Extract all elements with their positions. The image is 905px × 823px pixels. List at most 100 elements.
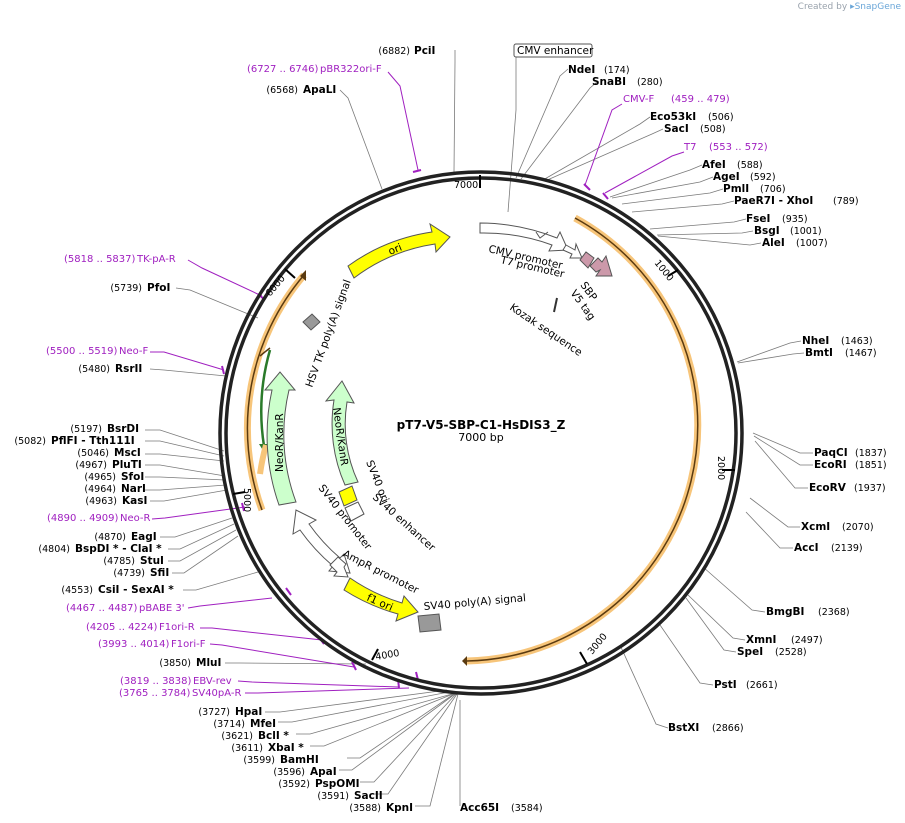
enzyme-name[interactable]: BsrDI: [107, 423, 139, 435]
enzyme-pos: (935): [782, 214, 808, 225]
primer-name[interactable]: TK-pA-R: [136, 254, 176, 265]
feature-sv40-ori[interactable]: [338, 485, 358, 507]
enzyme-pos: (4804): [38, 544, 70, 555]
enzyme-name[interactable]: MscI: [114, 447, 141, 459]
primer-range: (553 .. 572): [709, 142, 768, 153]
tick-label: 5000: [241, 488, 252, 512]
leader-lines: [145, 50, 813, 807]
enzyme-name[interactable]: SacII: [354, 790, 383, 802]
enzyme-pos: (2368): [818, 607, 850, 618]
plasmid-name: pT7-V5-SBP-C1-HsDIS3_Z: [397, 418, 566, 433]
enzyme-name[interactable]: SpeI: [737, 646, 763, 658]
feature-t7-promoter[interactable]: [562, 242, 583, 259]
enzyme-name[interactable]: BstXI: [668, 722, 699, 734]
feature-cmv-promoter[interactable]: [479, 222, 569, 252]
enzyme-name[interactable]: BsgI: [754, 225, 780, 237]
primer-name[interactable]: pBABE 3': [139, 603, 185, 614]
enzyme-pos: (4785): [103, 556, 135, 567]
enzyme-pos: (2866): [712, 723, 744, 734]
feature-label-ori: ori: [387, 242, 404, 258]
feature-f1-ori[interactable]: [343, 577, 419, 622]
primer-name[interactable]: EBV-rev: [193, 676, 232, 687]
primer-name[interactable]: F1ori-F: [171, 639, 206, 650]
feature-v5-tag[interactable]: [589, 254, 613, 277]
enzyme-pos: (1851): [855, 460, 887, 471]
enzyme-name[interactable]: StuI: [140, 555, 164, 567]
enzyme-name[interactable]: HpaI: [235, 706, 262, 718]
feature-sv40-promoter[interactable]: [292, 509, 351, 574]
enzyme-name[interactable]: PaqCI: [814, 447, 848, 459]
primer-name[interactable]: SV40pA-R: [192, 688, 241, 699]
enzyme-name[interactable]: PstI: [714, 679, 737, 691]
feature-neor-inner[interactable]: [324, 380, 359, 486]
feature-label-hsv-tk-polya: HSV TK poly(A) signal: [304, 278, 354, 389]
feature-hsv-tk-polya[interactable]: [302, 313, 321, 331]
enzyme-name[interactable]: PspOMI: [315, 778, 360, 790]
enzyme-name[interactable]: AleI: [762, 237, 785, 249]
enzyme-name[interactable]: KasI: [122, 495, 147, 507]
enzyme-name[interactable]: ApaLI: [303, 84, 336, 96]
enzyme-name[interactable]: BspDI * - ClaI *: [75, 543, 162, 555]
enzyme-name[interactable]: BmgBI: [766, 606, 804, 618]
feature-neor-outer[interactable]: [263, 371, 297, 506]
enzyme-pos: (5197): [70, 424, 102, 435]
tick-label: 3000: [586, 631, 610, 657]
enzyme-name[interactable]: AgeI: [713, 171, 740, 183]
enzyme-name[interactable]: XbaI *: [268, 742, 304, 754]
enzyme-name[interactable]: NarI: [121, 483, 146, 495]
enzyme-pos: (3611): [231, 743, 263, 754]
enzyme-name[interactable]: PmlI: [723, 183, 749, 195]
enzyme-name[interactable]: MluI: [196, 657, 221, 669]
enzyme-pos: (508): [700, 124, 726, 135]
enzyme-name[interactable]: EagI: [131, 531, 157, 543]
enzyme-name[interactable]: PciI: [414, 45, 435, 57]
enzyme-name[interactable]: CsiI - SexAI *: [98, 584, 174, 596]
enzyme-name[interactable]: SfoI: [121, 471, 144, 483]
enzyme-name[interactable]: EcoRV: [809, 482, 847, 494]
enzyme-name[interactable]: EcoRI: [814, 459, 847, 471]
enzyme-name[interactable]: BclI *: [258, 730, 289, 742]
enzyme-pos: (4964): [84, 484, 116, 495]
primer-name[interactable]: Neo-F: [119, 346, 149, 357]
enzyme-name[interactable]: KpnI: [386, 802, 413, 814]
enzyme-name[interactable]: RsrII: [115, 363, 142, 375]
enzyme-name[interactable]: NheI: [802, 335, 829, 347]
primer-name[interactable]: Neo-R: [120, 513, 151, 524]
feature-sbp[interactable]: [579, 251, 595, 269]
enzyme-name[interactable]: NdeI: [568, 64, 595, 76]
enzyme-name[interactable]: Eco53kI: [650, 111, 696, 123]
feature-sv40-polya[interactable]: [417, 613, 442, 633]
enzyme-name[interactable]: MfeI: [250, 718, 276, 730]
enzyme-name[interactable]: Acc65I: [460, 802, 499, 814]
enzyme-pos: (5082): [14, 436, 46, 447]
primer-range: (459 .. 479): [671, 94, 730, 105]
primer-name[interactable]: T7: [683, 142, 696, 153]
feature-sv40-enhancer[interactable]: [344, 501, 365, 522]
enzyme-name[interactable]: PfoI: [147, 282, 170, 294]
enzyme-name[interactable]: PflFI - Tth111I: [51, 435, 135, 447]
feature-kozak[interactable]: [553, 297, 558, 313]
primer-name[interactable]: F1ori-R: [159, 622, 195, 633]
enzyme-name[interactable]: SacI: [664, 123, 689, 135]
enzyme-name[interactable]: SnaBI: [592, 76, 626, 88]
enzyme-name[interactable]: BamHI: [280, 754, 319, 766]
primer-name[interactable]: pBR322ori-F: [320, 64, 382, 75]
enzyme-name[interactable]: XmnI: [746, 634, 776, 646]
feature-ampr-promoter[interactable]: [329, 556, 349, 578]
enzyme-name[interactable]: SfiI: [150, 567, 169, 579]
primer-name[interactable]: CMV-F: [623, 94, 654, 105]
enzyme-name[interactable]: BmtI: [805, 347, 833, 359]
enzyme-name[interactable]: PluTI: [112, 459, 142, 471]
enzyme-name[interactable]: AfeI: [702, 159, 726, 171]
enzyme-name[interactable]: AccI: [794, 542, 818, 554]
enzyme-pos: (5480): [78, 364, 110, 375]
enzyme-name[interactable]: XcmI: [801, 521, 830, 533]
feature-ori[interactable]: [347, 222, 451, 279]
tick-label: 6000: [264, 273, 288, 299]
enzyme-name[interactable]: FseI: [746, 213, 770, 225]
enzyme-name[interactable]: ApaI: [310, 766, 337, 778]
feature-label-neor-outer: NeoR/KanR: [274, 413, 286, 472]
feature-label-cmv-enhancer: CMV enhancer: [517, 45, 594, 57]
enzyme-pos: (1463): [841, 336, 873, 347]
enzyme-name[interactable]: PaeR7I - XhoI: [734, 195, 813, 207]
